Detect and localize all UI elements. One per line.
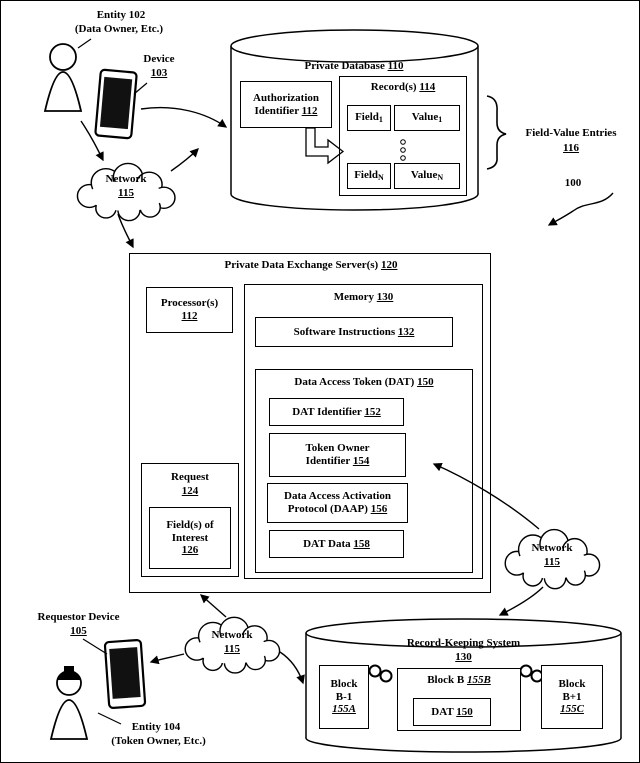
field-value-brace (486, 95, 507, 170)
records-title: Record(s) 114 (370, 81, 436, 93)
request-title: Request (171, 471, 209, 483)
network-right-label: Network (531, 542, 573, 554)
smartphone-top-icon (94, 68, 138, 140)
dat-data-box: DAT Data 158 (269, 530, 404, 558)
device-num: 103 (150, 67, 168, 79)
processors-box: Processor(s) 112 (146, 287, 233, 333)
dat-title: Data Access Token (DAT) 150 (294, 376, 434, 388)
memory-title: Memory 130 (333, 291, 394, 303)
arrow-network-to-requestor-phone (149, 653, 185, 665)
block-b-plus-1-box: Block B+1 155C (541, 665, 603, 729)
daap-box: Data Access Activation Protocol (DAAP) 1… (267, 483, 408, 523)
arrow-device-to-database (140, 106, 228, 128)
entity-104-sublabel: (Token Owner, Etc.) (111, 735, 206, 747)
entity-102-sublabel: (Data Owner, Etc.) (74, 23, 164, 35)
block-b-title: Block B 155B (427, 674, 491, 686)
person-token-owner-icon (49, 666, 89, 740)
memory-box (244, 284, 483, 579)
field-1-box: Field1 (347, 105, 391, 131)
request-num: 124 (181, 485, 199, 497)
chain-link-left-icon (368, 664, 393, 683)
entity-102-label: Entity 102 (96, 9, 146, 21)
server-title: Private Data Exchange Server(s) 120 (224, 259, 398, 271)
figure-ref-label: 100 (564, 177, 582, 189)
network-right-num: 115 (544, 556, 560, 568)
network-bottom-label: Network (211, 629, 253, 641)
value-n-box: ValueN (394, 163, 460, 189)
network-bottom-num: 115 (224, 643, 240, 655)
arrow-network-up-right (170, 148, 199, 172)
server-box (129, 253, 491, 593)
block-b-minus-1-box: Block B-1 155A (319, 665, 369, 729)
requestor-device-label: Requestor Device (37, 611, 120, 623)
arrow-network-to-dat (432, 462, 540, 530)
field-value-entries-label: Field-Value Entries (525, 127, 617, 139)
record-keeping-title: Record-Keeping System (406, 637, 521, 649)
record-ellipsis-dots (400, 139, 406, 161)
field-n-box: FieldN (347, 163, 391, 189)
private-database-title: Private Database 110 (304, 60, 404, 72)
dat-box (255, 369, 473, 573)
token-owner-identifier-box: Token Owner Identifier 154 (269, 433, 406, 477)
arrow-network-to-server (117, 213, 134, 249)
fields-of-interest-box: Field(s) of Interest 126 (149, 507, 231, 569)
entity-104-label: Entity 104 (131, 721, 181, 733)
record-keeping-num: 130 (455, 651, 472, 663)
dat-identifier-box: DAT Identifier 152 (269, 398, 404, 426)
block-b-dat-box: DAT 150 (413, 698, 491, 726)
arrow-network-to-server-bottom (199, 594, 227, 618)
arrow-owner-to-network (80, 120, 104, 162)
device-label: Device (143, 53, 175, 65)
network-top-num: 115 (118, 187, 134, 199)
records-box (339, 76, 467, 196)
arrow-network-to-ledger-right (498, 586, 544, 616)
arrow-network-to-ledger-left (279, 651, 305, 685)
leader-lines (77, 38, 148, 725)
person-data-owner-icon (43, 43, 83, 112)
network-top-label: Network (105, 173, 147, 185)
requestor-device-num: 105 (70, 625, 87, 637)
field-value-entries-num: 116 (563, 142, 579, 154)
smartphone-bottom-icon (103, 638, 147, 710)
value-1-box: Value1 (394, 105, 460, 131)
software-instructions-box: Software Instructions 132 (255, 317, 453, 347)
authorization-identifier-box: Authorization Identifier 112 (240, 81, 332, 128)
request-box (141, 463, 239, 577)
auth-to-records-block-arrow (305, 127, 345, 165)
figure-ref-squiggle-arrow (547, 192, 614, 226)
